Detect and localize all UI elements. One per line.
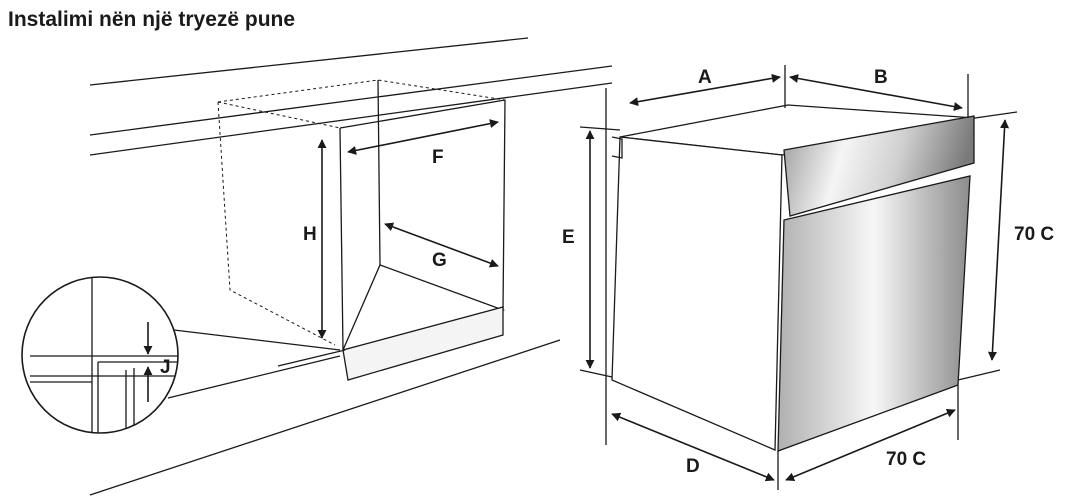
magnifier-detail — [21, 276, 341, 434]
label-g: G — [432, 250, 447, 271]
label-e: E — [562, 227, 575, 248]
worktop-lines — [89, 37, 613, 496]
oven-body — [611, 104, 976, 452]
cabinet-outline — [217, 79, 506, 381]
label-h: H — [303, 224, 317, 245]
label-f: F — [432, 147, 444, 168]
label-d: D — [686, 456, 700, 477]
oven-dimension-lines — [579, 65, 1018, 490]
label-j: J — [160, 357, 171, 378]
cabinet-dimension-arrows — [317, 119, 499, 339]
label-height: 70 C — [1014, 224, 1054, 245]
label-width: 70 C — [886, 449, 926, 470]
label-b: B — [874, 67, 888, 88]
page-title: Instalimi nën një tryezë pune — [8, 8, 296, 31]
label-a: A — [698, 67, 712, 88]
